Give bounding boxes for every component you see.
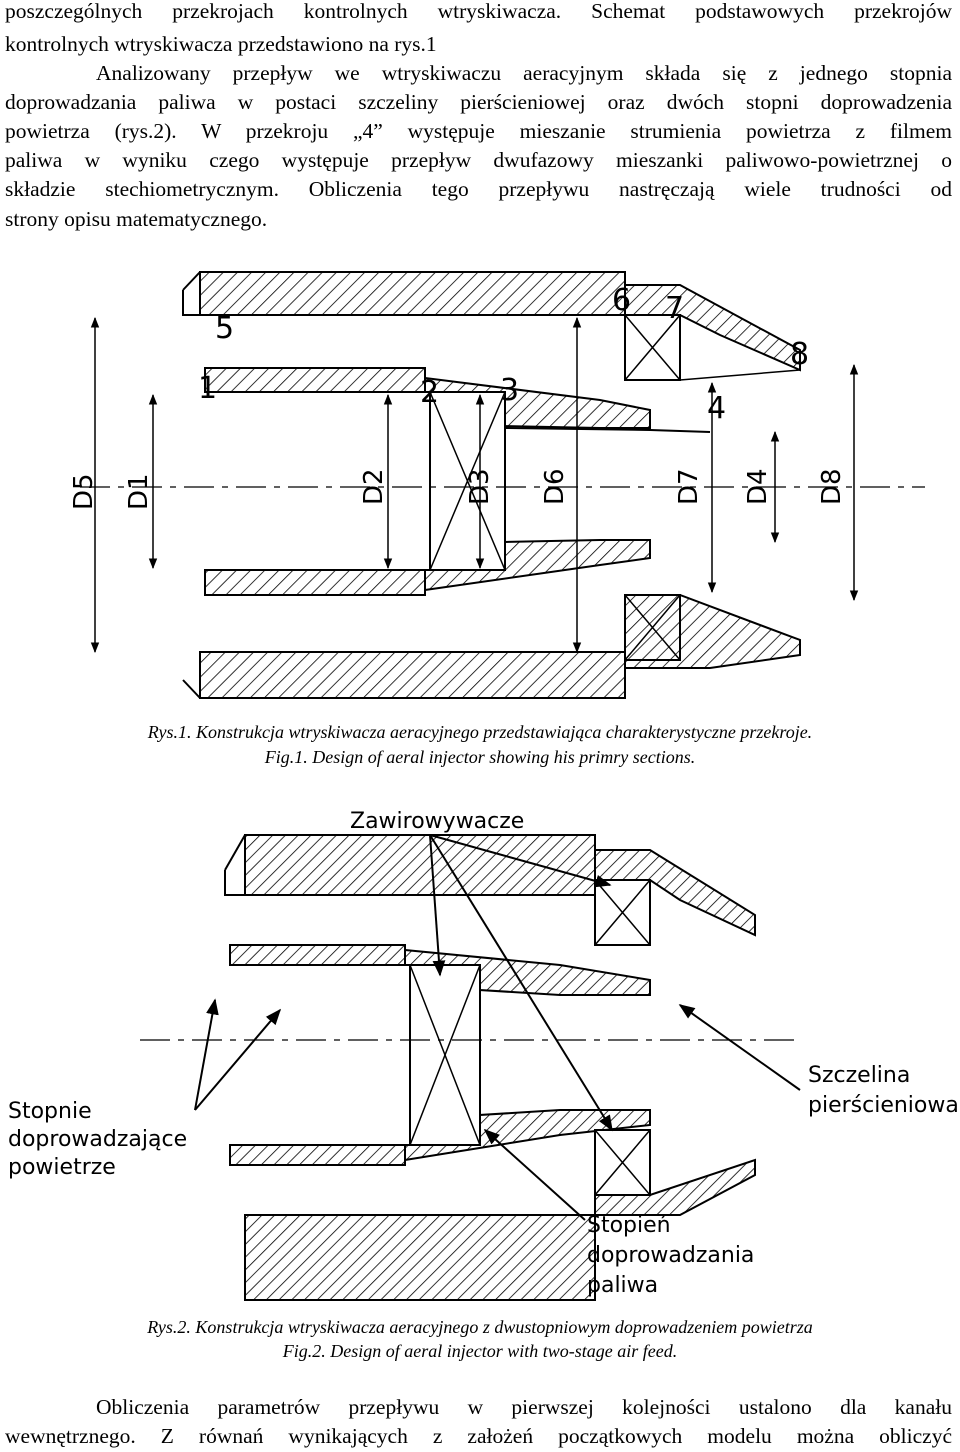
label-air-stages: doprowadzające bbox=[8, 1127, 187, 1152]
text-line: Analizowany przepływ we wtryskiwaczu aer… bbox=[96, 61, 952, 85]
text-line: wewnętrznego. Z równań wynikających z za… bbox=[5, 1424, 952, 1448]
label-air-stages: Stopnie bbox=[8, 1099, 92, 1124]
label-swirlers: Zawirowywacze bbox=[350, 809, 524, 834]
text-line: paliwa w wyniku czego występuje przepływ… bbox=[5, 148, 952, 172]
text-line: doprowadzania paliwa w postaci szczeliny… bbox=[5, 90, 952, 114]
figure-2-caption-pl: Rys.2. Konstrukcja wtryskiwacza aeracyjn… bbox=[147, 1317, 813, 1337]
dimension-label: D3 bbox=[465, 468, 495, 505]
figure-1-injector-sections: 1 2 3 4 5 6 7 8 D5 D1 D2 D3 D6 D7 D4 D8 bbox=[69, 271, 925, 699]
label-fuel-stage: Stopień bbox=[587, 1213, 671, 1238]
dimension-label: D2 bbox=[359, 468, 389, 505]
text-line: Obliczenia parametrów przepływu w pierws… bbox=[96, 1395, 952, 1419]
dimension-label: D6 bbox=[540, 468, 570, 505]
section-label: 4 bbox=[707, 391, 726, 426]
figure-1-caption-pl: Rys.1. Konstrukcja wtryskiwacza aeracyjn… bbox=[147, 722, 813, 742]
label-annular-gap: pierścieniowa bbox=[808, 1093, 959, 1118]
label-air-stages: powietrze bbox=[8, 1155, 116, 1180]
section-label: 5 bbox=[215, 311, 234, 346]
section-label: 2 bbox=[420, 375, 439, 410]
figure-2-caption-en: Fig.2. Design of aeral injector with two… bbox=[282, 1341, 678, 1361]
text-line: składzie stechiometrycznym. Obliczenia t… bbox=[5, 177, 952, 201]
label-fuel-stage: doprowadzania bbox=[587, 1243, 754, 1268]
section-label: 8 bbox=[790, 337, 809, 372]
dimension-label: D1 bbox=[124, 473, 154, 510]
text-line: strony opisu matematycznego. bbox=[5, 207, 268, 231]
label-annular-gap: Szczelina bbox=[808, 1063, 910, 1088]
dimension-label: D7 bbox=[674, 468, 704, 505]
section-label: 6 bbox=[612, 283, 631, 318]
dimension-label: D5 bbox=[69, 473, 99, 510]
text-line: poszczególnych przekrojach kontrolnych w… bbox=[5, 0, 952, 23]
section-label: 7 bbox=[665, 291, 684, 326]
dimension-label: D8 bbox=[817, 468, 847, 505]
label-fuel-stage: paliwa bbox=[587, 1273, 658, 1298]
figure-2-two-stage-air-feed: Zawirowywacze Stopnie doprowadzające pow… bbox=[8, 809, 959, 1301]
dimension-label: D4 bbox=[743, 468, 773, 505]
section-label: 1 bbox=[198, 371, 217, 406]
figure-1-caption-en: Fig.1. Design of aeral injector showing … bbox=[264, 747, 696, 767]
text-line: powietrza (rys.2). W przekroju „4” wystę… bbox=[5, 119, 952, 143]
section-label: 3 bbox=[500, 373, 519, 408]
text-line: kontrolnych wtryskiwacza przedstawiono n… bbox=[5, 32, 437, 56]
